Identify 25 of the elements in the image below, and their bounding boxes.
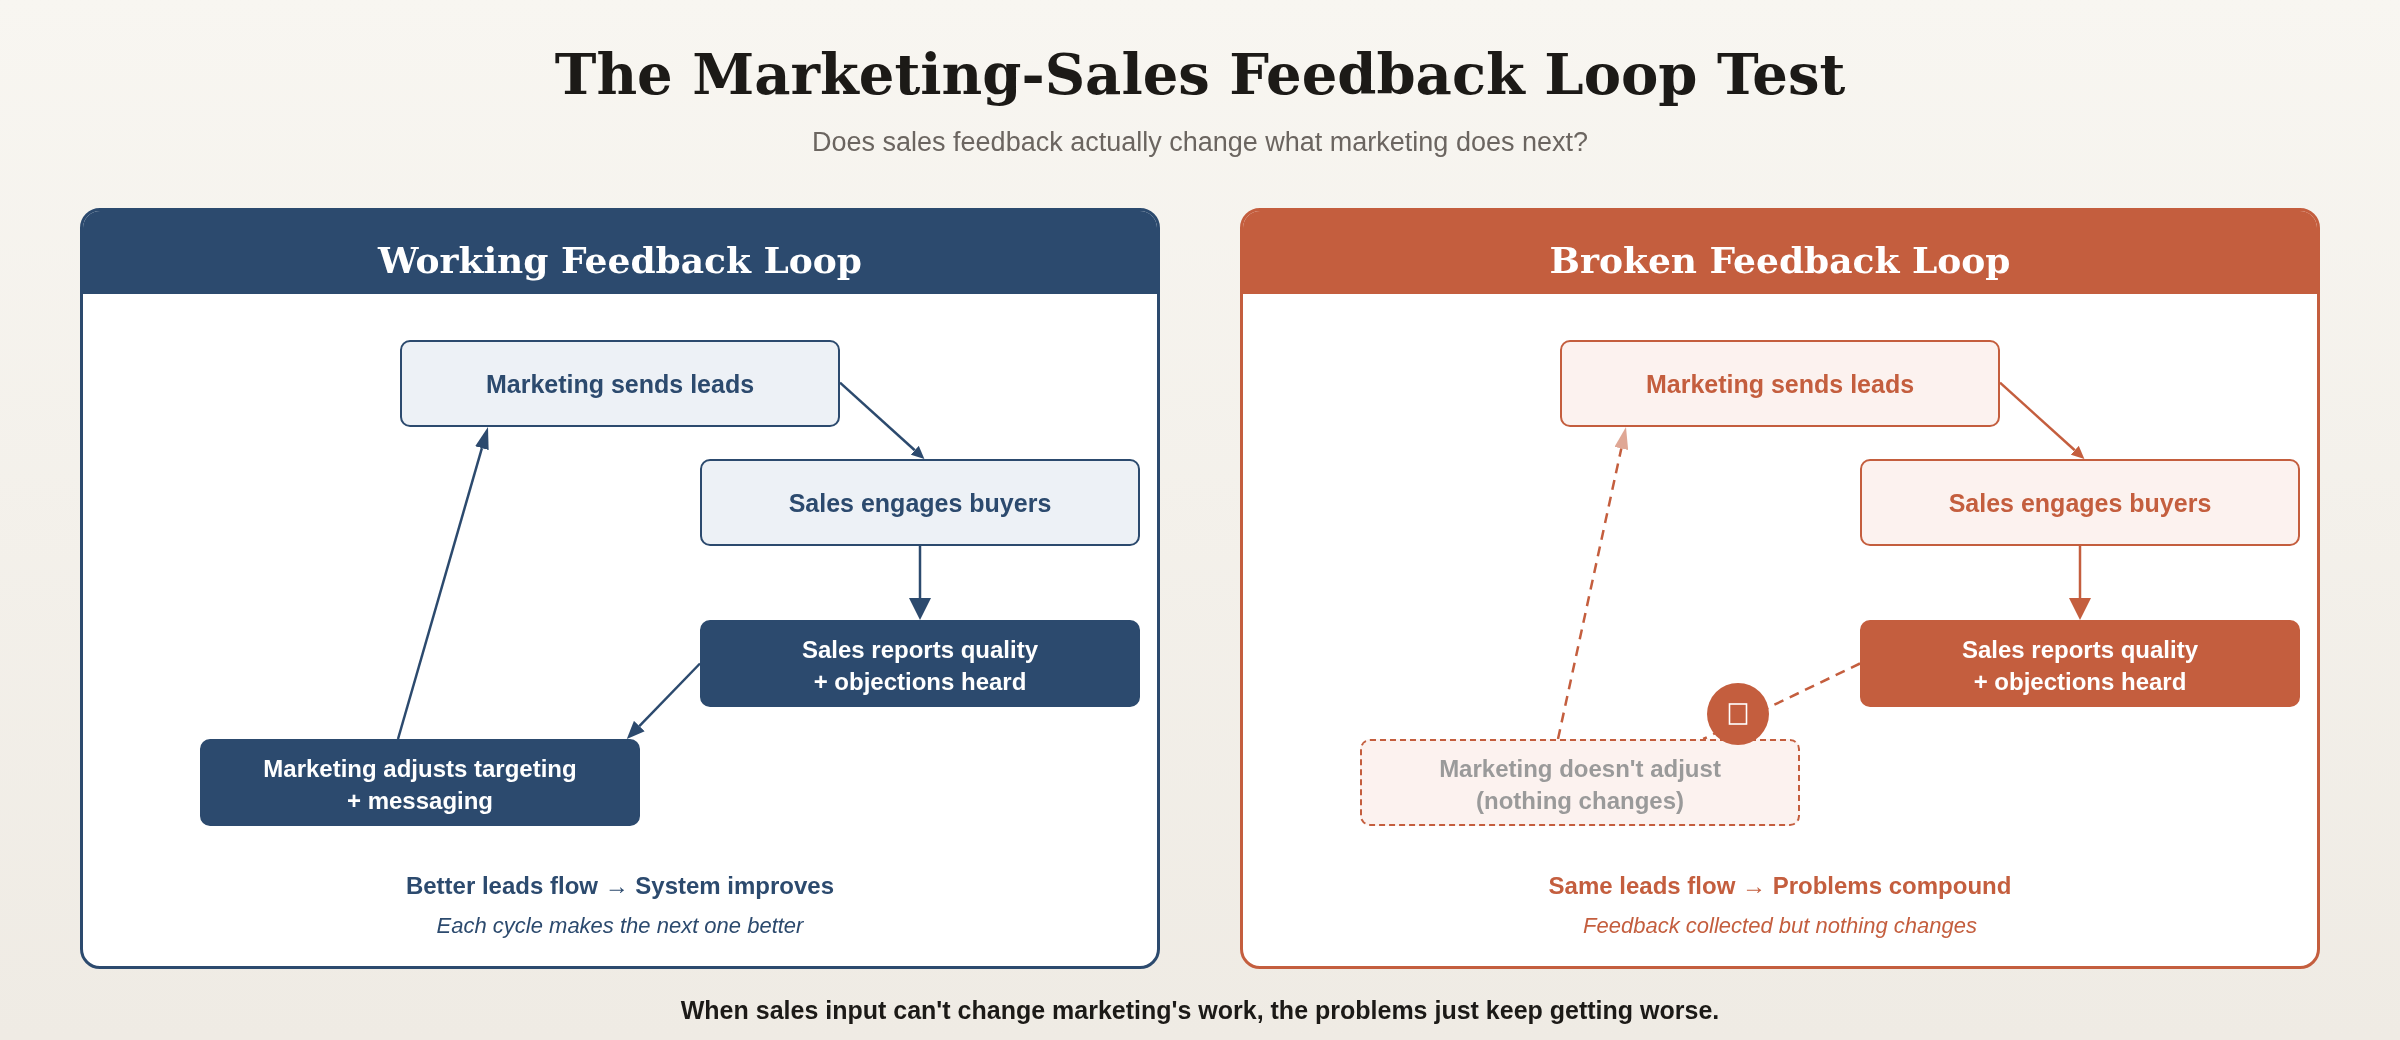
step-box: Sales engages buyers	[1860, 459, 2300, 546]
arrow	[1999, 381, 2085, 459]
summary-text: Better leads flow → System improves	[405, 871, 835, 901]
summary-text: Same leads flow → Problems compound	[1548, 871, 2012, 901]
arrow	[396, 427, 489, 740]
step-box: Marketing sends leads	[400, 340, 840, 427]
summary-note: Each cycle makes the next one better	[436, 912, 804, 940]
step-box: Sales reports quality + objections heard	[1860, 620, 2300, 707]
footer-note: When sales input can't change marketing's work, the problems just keep getting worse.	[680, 995, 1720, 1025]
arrow	[626, 662, 701, 739]
step-box: Marketing sends leads	[1560, 340, 2000, 427]
arrow	[839, 381, 925, 459]
page-subtitle: Does sales feedback actually change what marketing does next?	[812, 127, 1588, 157]
panel-heading: Broken Feedback Loop	[1243, 211, 2317, 294]
panel-card	[1240, 208, 2320, 969]
panel-card	[80, 208, 1160, 969]
step-box: Sales engages buyers	[700, 459, 1140, 546]
summary-note: Feedback collected but nothing changes	[1583, 912, 1977, 940]
arrow	[2069, 546, 2091, 620]
step-box: Marketing doesn't adjust (nothing changes)	[1360, 739, 1800, 826]
step-box: Marketing adjusts targeting + messaging	[200, 739, 640, 826]
dashed-arrow	[1556, 427, 1629, 740]
arrow	[909, 546, 931, 620]
panel-heading: Working Feedback Loop	[83, 211, 1157, 294]
step-box: Sales reports quality + objections heard	[700, 620, 1140, 707]
